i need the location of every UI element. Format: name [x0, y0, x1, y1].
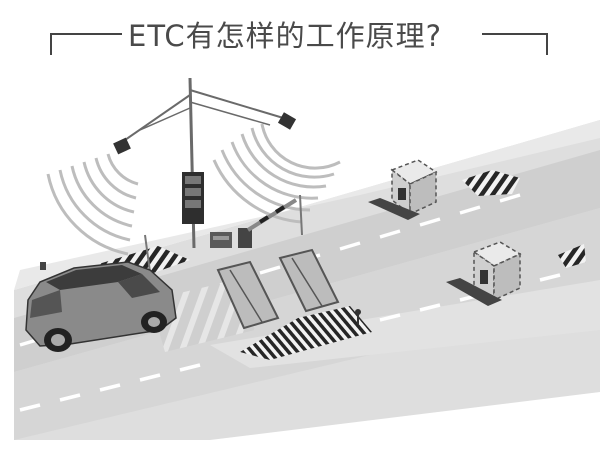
title-frame-line-right	[482, 33, 548, 35]
camera-pole	[144, 234, 151, 273]
rsu-signal-left	[46, 153, 139, 256]
title-frame-tick-left	[50, 33, 52, 55]
title-frame-tick-right	[546, 33, 548, 55]
camera-pole	[299, 194, 303, 236]
island-hatch-far-2	[558, 244, 586, 268]
toll-booth-icon	[368, 159, 438, 220]
rsu-signal-right	[212, 123, 341, 224]
page-title: ETC有怎样的工作原理?	[128, 19, 442, 53]
rsu-antenna-icon	[113, 137, 131, 155]
lane-sign	[182, 172, 204, 224]
car-icon	[25, 261, 177, 352]
island-hatch-front	[240, 306, 372, 360]
toll-booth-icon	[446, 241, 522, 306]
island-hatch-far	[462, 170, 520, 196]
lane-controller	[210, 232, 232, 248]
barrier-gate-icon	[238, 198, 298, 248]
detection-loop-2	[278, 248, 340, 313]
title-frame-line-left	[50, 33, 122, 35]
rsu-antenna-icon	[277, 112, 297, 130]
detection-loop-1	[216, 260, 280, 330]
chevron-zone	[150, 280, 255, 352]
